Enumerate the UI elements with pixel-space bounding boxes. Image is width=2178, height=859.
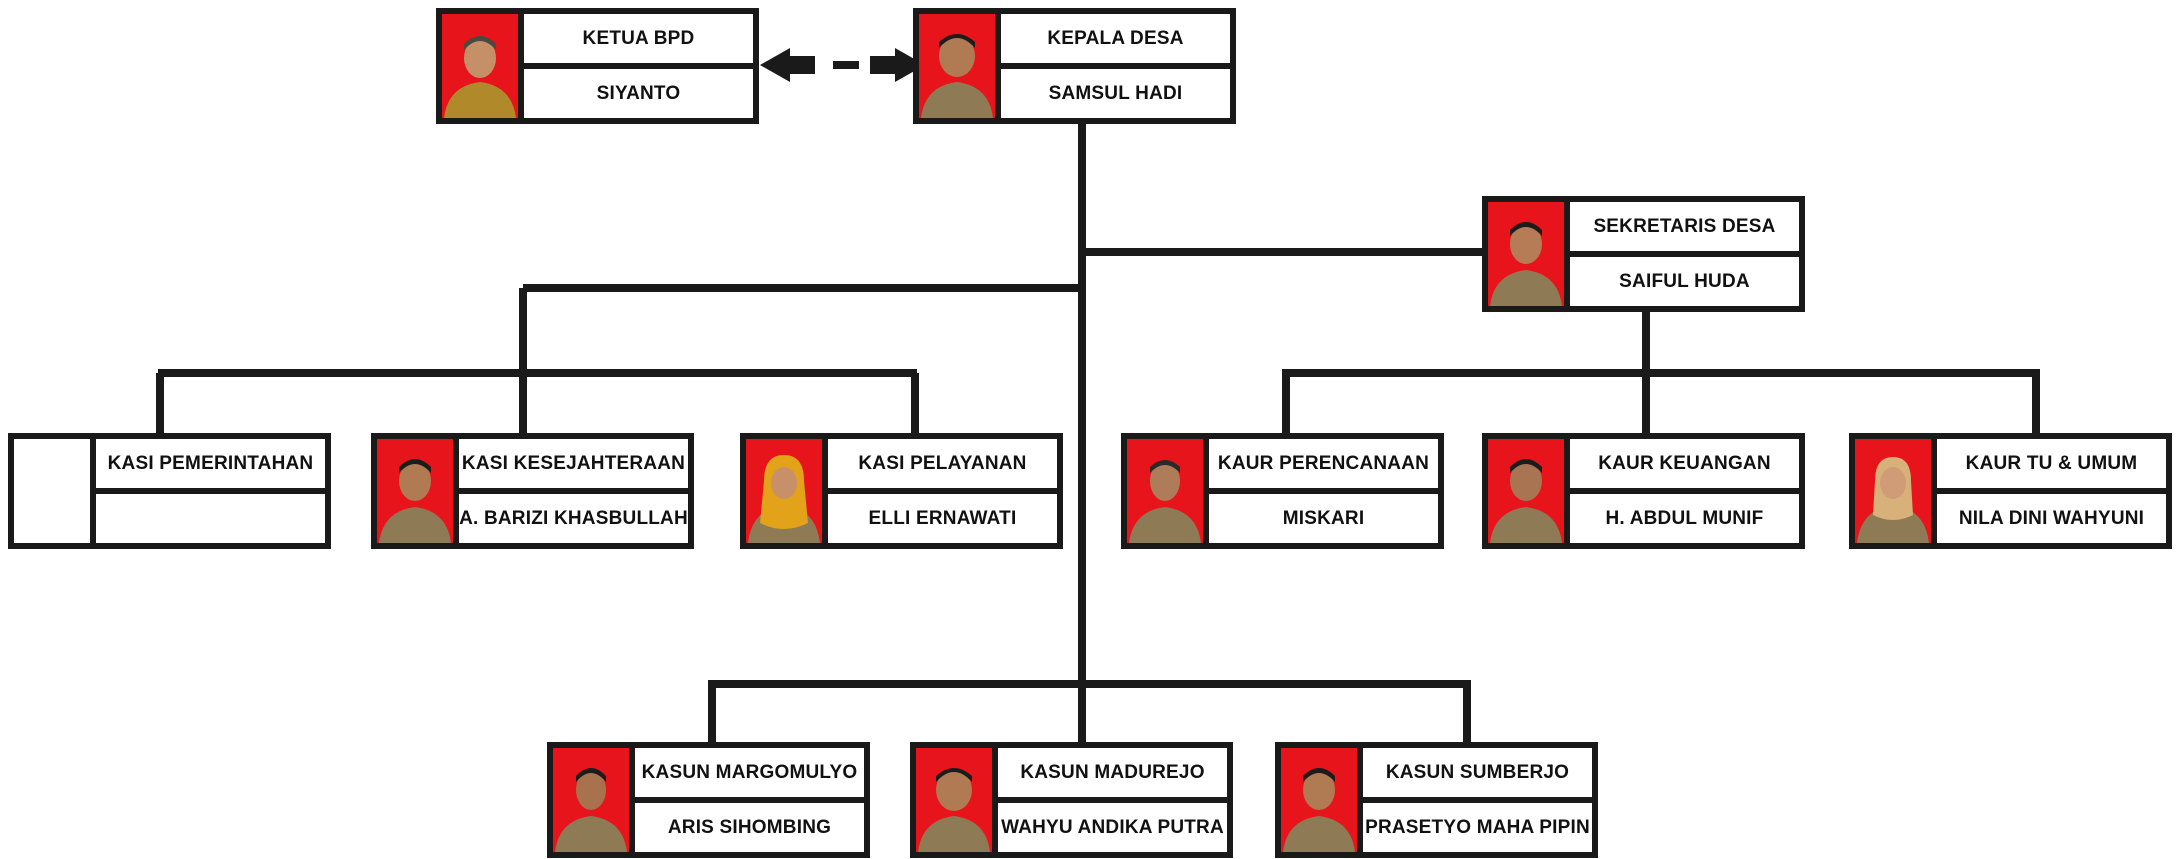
person-icon [1857,457,1929,543]
person-icon [921,34,993,118]
node-title: KAUR TU & UMUM [1937,439,2166,488]
portrait-photo [919,14,995,118]
portrait-photo [1488,439,1564,543]
node-title: KASUN SUMBERJO [1363,748,1592,797]
portrait-photo [553,748,629,852]
node-name: ARIS SIHOMBING [635,803,864,852]
node-title: KASUN MARGOMULYO [635,748,864,797]
node-title: KAUR PERENCANAAN [1209,439,1438,488]
person-icon [918,768,990,852]
portrait-photo [746,439,822,543]
node-title: KASUN MADUREJO [998,748,1227,797]
person-icon [1490,459,1562,543]
person-icon [748,455,820,543]
portrait-photo [1855,439,1931,543]
node-kasi-kesejahteraan: KASI KESEJAHTERAAN A. BARIZI KHASBULLAH [371,433,694,549]
node-kasi-pemerintahan: KASI PEMERINTAHAN [8,433,331,549]
node-kasi-pelayanan: KASI PELAYANAN ELLI ERNAWATI [740,433,1063,549]
node-kasun-margomulyo: KASUN MARGOMULYO ARIS SIHOMBING [547,742,870,858]
node-title: KASI PELAYANAN [828,439,1057,488]
node-name: SAMSUL HADI [1001,69,1230,118]
node-title: KETUA BPD [524,14,753,63]
node-name [96,494,325,543]
node-name: A. BARIZI KHASBULLAH [459,494,688,543]
node-name: SAIFUL HUDA [1570,257,1799,306]
node-ketua-bpd: KETUA BPD SIYANTO [436,8,759,124]
node-kasun-sumberjo: KASUN SUMBERJO PRASETYO MAHA PIPIN [1275,742,1598,858]
double-arrow-icon [760,48,925,82]
node-sekretaris-desa: SEKRETARIS DESA SAIFUL HUDA [1482,196,1805,312]
portrait-photo [1127,439,1203,543]
person-icon [1283,768,1355,852]
node-name: PRASETYO MAHA PIPIN [1363,803,1592,852]
node-name: WAHYU ANDIKA PUTRA [998,803,1227,852]
empty-photo [14,439,90,543]
node-title: SEKRETARIS DESA [1570,202,1799,251]
node-kaur-perencanaan: KAUR PERENCANAAN MISKARI [1121,433,1444,549]
portrait-photo [377,439,453,543]
node-name: SIYANTO [524,69,753,118]
node-title: KAUR KEUANGAN [1570,439,1799,488]
portrait-photo [916,748,992,852]
portrait-photo [1488,202,1564,306]
person-icon [1129,460,1201,543]
node-kaur-tu-umum: KAUR TU & UMUM NILA DINI WAHYUNI [1849,433,2172,549]
person-icon [379,459,451,543]
person-icon [1490,222,1562,306]
node-kepala-desa: KEPALA DESA SAMSUL HADI [913,8,1236,124]
node-name: H. ABDUL MUNIF [1570,494,1799,543]
person-icon [444,36,516,118]
node-name: MISKARI [1209,494,1438,543]
node-name: NILA DINI WAHYUNI [1937,494,2166,543]
node-title: KASI PEMERINTAHAN [96,439,325,488]
node-name: ELLI ERNAWATI [828,494,1057,543]
portrait-photo [1281,748,1357,852]
portrait-photo [442,14,518,118]
person-icon [555,768,627,852]
node-kasun-madurejo: KASUN MADUREJO WAHYU ANDIKA PUTRA [910,742,1233,858]
node-kaur-keuangan: KAUR KEUANGAN H. ABDUL MUNIF [1482,433,1805,549]
node-title: KASI KESEJAHTERAAN [459,439,688,488]
node-title: KEPALA DESA [1001,14,1230,63]
